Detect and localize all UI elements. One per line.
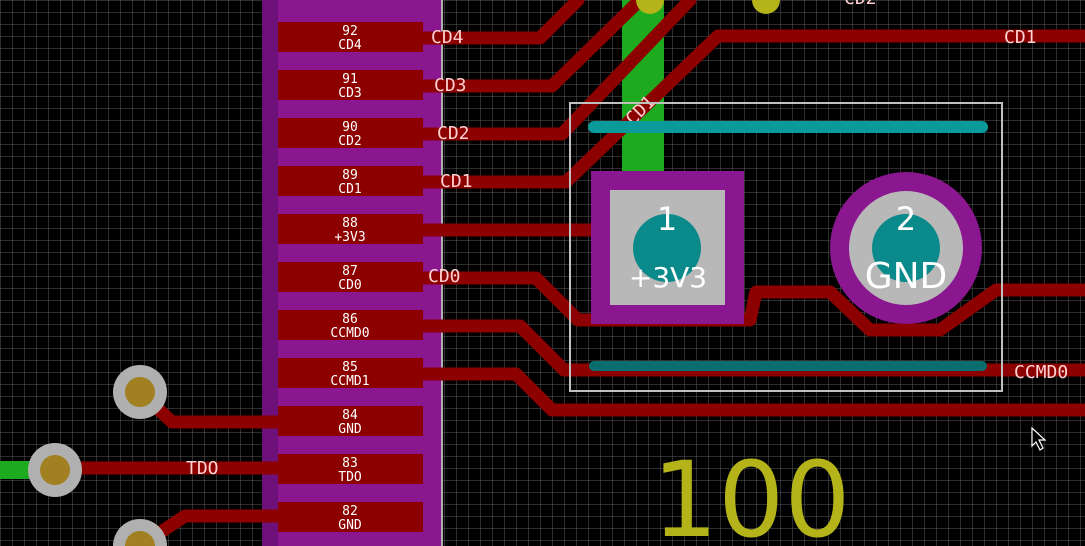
pin-number: 91 xyxy=(342,72,358,87)
pin-name: CD3 xyxy=(338,86,361,101)
pin-name: GND xyxy=(338,518,362,533)
pin-name: CD4 xyxy=(338,38,362,53)
ic-pad[interactable] xyxy=(278,502,423,532)
via-hole xyxy=(125,377,155,407)
net-label-cd3: CD3 xyxy=(434,75,467,96)
net-label-cd1-top: CD1 xyxy=(1004,27,1037,48)
via-hole xyxy=(40,455,70,485)
net-label-cd2-top: CD2 xyxy=(844,0,877,9)
pin-name: CD0 xyxy=(338,278,361,293)
track-cd1[interactable] xyxy=(408,29,1085,189)
net-label-ccmd0: CCMD0 xyxy=(1014,362,1068,383)
pad-2-number: 2 xyxy=(896,200,916,238)
pin-number: 85 xyxy=(342,360,358,375)
ic-pad[interactable] xyxy=(278,454,423,484)
reference-value: 100 xyxy=(652,439,851,546)
ic-pad[interactable] xyxy=(278,118,423,148)
pin-name: GND xyxy=(338,422,362,437)
pad-2-net: GND xyxy=(865,256,948,297)
ic-pads xyxy=(278,22,423,532)
pin-number: 82 xyxy=(342,504,358,519)
ic-pad[interactable] xyxy=(278,22,423,52)
net-label-cd2: CD2 xyxy=(437,123,470,144)
pin-number: 92 xyxy=(342,24,358,39)
pin-name: CCMD0 xyxy=(330,326,369,341)
pin-number: 89 xyxy=(342,168,358,183)
net-label-cd0: CD0 xyxy=(428,266,461,287)
ic-pad[interactable] xyxy=(278,406,423,436)
pad-2-drill xyxy=(872,214,940,282)
via-hole xyxy=(125,531,155,546)
pad-1-number: 1 xyxy=(657,200,677,238)
ic-pad[interactable] xyxy=(278,166,423,196)
vias xyxy=(28,365,167,546)
track-cd0[interactable] xyxy=(408,271,1085,337)
pin-name: +3V3 xyxy=(334,230,365,245)
track-ccmd1[interactable] xyxy=(408,367,1085,417)
mouse-cursor-icon xyxy=(1031,426,1047,451)
track-cd4[interactable] xyxy=(408,0,585,45)
net-label-cd1: CD1 xyxy=(440,171,473,192)
pin-name: CCMD1 xyxy=(330,374,369,389)
ic-pad[interactable] xyxy=(278,358,423,388)
net-label-tdo: TDO xyxy=(186,458,219,479)
pin-name: CD1 xyxy=(338,182,361,197)
green-track-left xyxy=(0,461,36,479)
pad-1-net: +3V3 xyxy=(629,261,707,294)
via-top[interactable] xyxy=(752,0,780,14)
pad-1-drill xyxy=(633,214,701,282)
track-cd3[interactable] xyxy=(408,0,647,93)
pin-number: 86 xyxy=(342,312,358,327)
pin-number: 90 xyxy=(342,120,358,135)
pin-number: 87 xyxy=(342,264,358,279)
pin-number: 84 xyxy=(342,408,358,423)
pin-name: TDO xyxy=(338,470,362,485)
net-label-cd4: CD4 xyxy=(431,27,464,48)
track-cd2[interactable] xyxy=(408,0,697,141)
pin-labels: 92 CD4 91 CD3 90 CD2 89 CD1 88 +3V3 87 C… xyxy=(330,24,369,533)
ic-pad[interactable] xyxy=(278,310,423,340)
pin-number: 88 xyxy=(342,216,358,231)
via-top[interactable] xyxy=(636,0,664,14)
ic-pad[interactable] xyxy=(278,70,423,100)
pin-number: 83 xyxy=(342,456,358,471)
connector-outline xyxy=(569,102,1003,392)
ic-body-edge xyxy=(262,0,278,546)
ic-pad[interactable] xyxy=(278,214,423,244)
ic-pad[interactable] xyxy=(278,262,423,292)
pin-name: CD2 xyxy=(338,134,361,149)
